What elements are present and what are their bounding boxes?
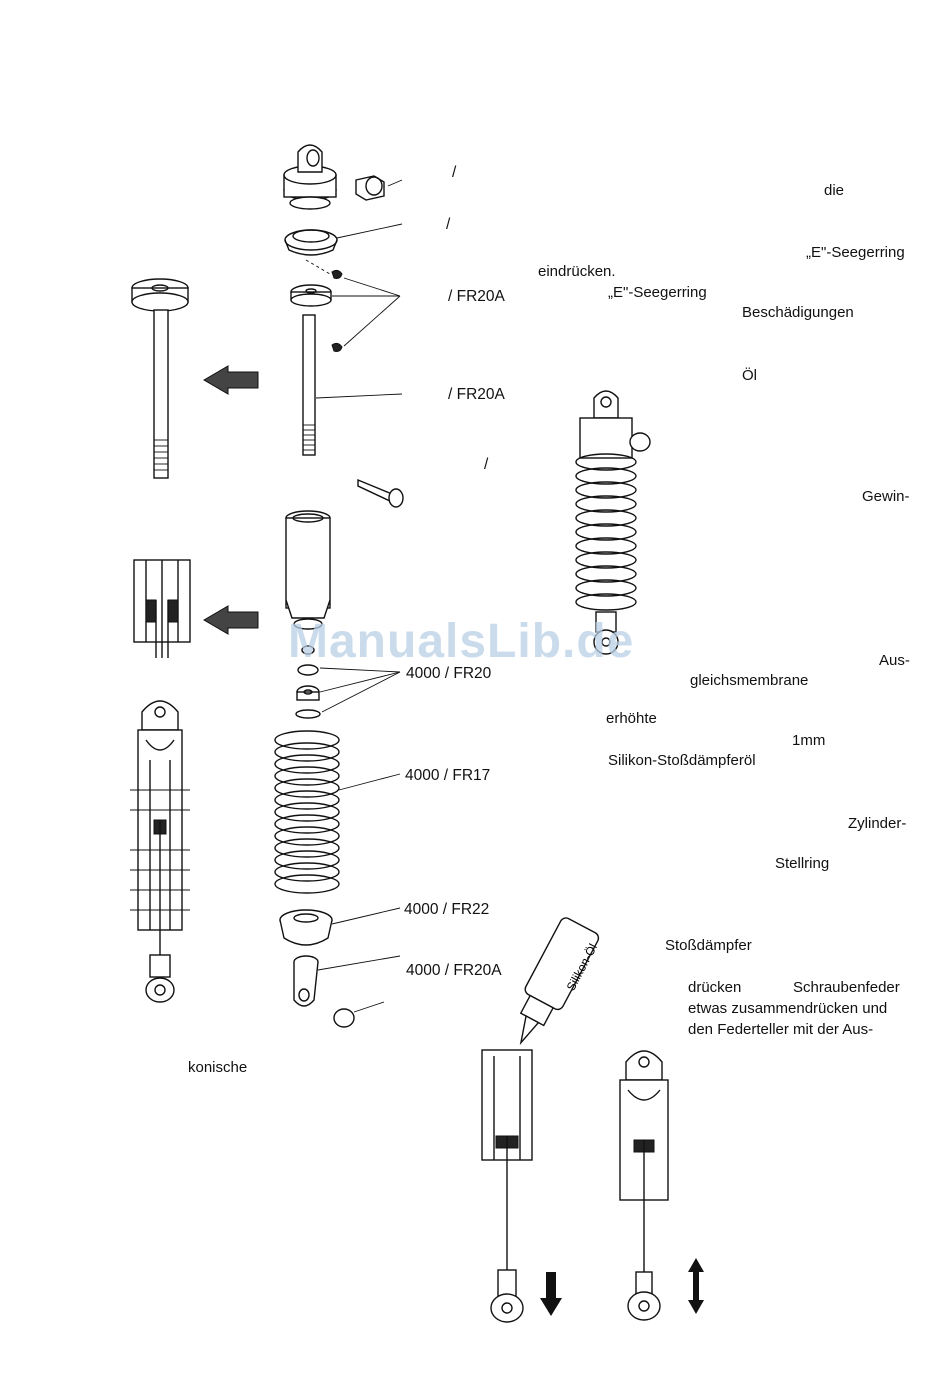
text-stossdaempfer: Stoßdämpfer	[665, 937, 752, 954]
part-label-fr20a-2: / FR20A	[448, 386, 505, 403]
text-eindruecken: eindrücken.	[538, 263, 616, 280]
part-label-3: /	[484, 456, 489, 473]
bushing-small	[355, 175, 385, 201]
cutaway-detail	[133, 559, 191, 658]
text-druecken: drücken	[688, 979, 742, 996]
part-label-fr20a-1: / FR20A	[448, 288, 505, 305]
membrane-cup	[284, 229, 338, 256]
text-oel: Öl	[742, 367, 757, 384]
text-seegerring-2: „E"-Seegerring	[608, 284, 707, 301]
text-seegerring-1: „E"-Seegerring	[806, 244, 905, 261]
completed-cylinder	[619, 1050, 669, 1321]
arrow-down	[540, 1272, 562, 1316]
shock-top-eyelet	[283, 144, 337, 210]
text-zylinder: Zylinder-	[848, 815, 907, 832]
text-1mm: 1mm	[792, 732, 826, 749]
part-label-fr17: 4000 / FR17	[405, 767, 491, 784]
text-aus: Aus-	[879, 652, 910, 669]
cylinder-body	[285, 510, 331, 630]
text-zusammendruecken: etwas zusammendrücken und	[688, 1000, 888, 1017]
text-stellring: Stellring	[775, 855, 830, 872]
part-label-2: /	[446, 216, 451, 233]
text-beschaedigungen: Beschädigungen	[742, 304, 854, 321]
text-die: die	[824, 182, 845, 199]
text-konische: konische	[188, 1059, 248, 1076]
complete-shock	[575, 390, 651, 655]
text-silikon: Silikon-Stoßdämpferöl	[608, 752, 756, 769]
part-label-fr20a-3: 4000 / FR20A	[406, 962, 502, 979]
piston-rod	[302, 314, 316, 456]
watermark: ManualsLib.de	[288, 615, 635, 668]
text-schraubenfeder: Schraubenfeder	[793, 979, 900, 996]
text-gleichsmembrane: gleichsmembrane	[690, 672, 809, 689]
arrow-left-2	[203, 605, 259, 635]
text-federteller: den Federteller mit der Aus-	[688, 1021, 874, 1038]
part-label-fr20: 4000 / FR20	[406, 665, 492, 682]
arrow-up-down	[688, 1258, 704, 1314]
lower-eyelet	[293, 955, 355, 1028]
coil-spring	[274, 730, 340, 894]
assembled-shock-section	[130, 700, 190, 1003]
arrow-left-1	[203, 365, 259, 395]
text-gewin: Gewin-	[862, 488, 910, 505]
text-erhoehte: erhöhte	[606, 710, 657, 727]
part-label-1: /	[452, 164, 457, 181]
part-label-fr22: 4000 / FR22	[404, 901, 490, 918]
filling-cylinder	[481, 1049, 533, 1323]
e-clips-and-piston	[290, 259, 343, 352]
rod-assembled	[131, 278, 189, 479]
oil-bottle: Silikon-Öl	[519, 917, 600, 1046]
seal-parts-fr20	[295, 645, 321, 719]
spring-retainer	[279, 909, 333, 946]
screw	[357, 478, 404, 508]
